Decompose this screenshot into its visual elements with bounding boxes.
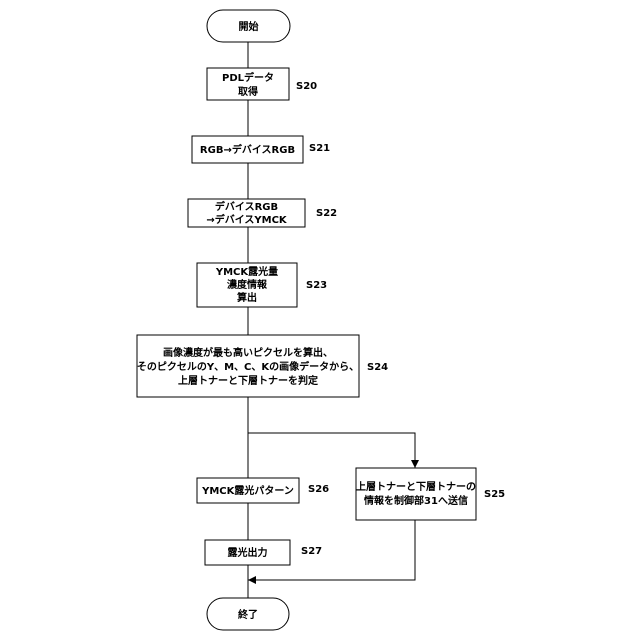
s20-line-1: PDLデータ — [222, 71, 274, 84]
step-label-s20: S20 — [296, 81, 317, 92]
process-box-s24: 画像濃度が最も高いピクセルを算出、 そのピクセルのY、M、C、Kの画像データから… — [137, 335, 359, 397]
s25-line-2: 情報を制御部31へ送信 — [364, 494, 468, 507]
step-label-s22: S22 — [316, 208, 337, 219]
s26-line-1: YMCK露光パターン — [201, 484, 294, 497]
step-label-s26: S26 — [308, 484, 329, 495]
step-label-s24: S24 — [367, 362, 388, 373]
process-box-s23: YMCK露光量 濃度情報 算出 — [197, 263, 297, 307]
s27-line-1: 露光出力 — [228, 546, 268, 559]
step-label-s23: S23 — [306, 280, 327, 291]
start-label: 開始 — [239, 20, 259, 33]
process-box-s26: YMCK露光パターン — [197, 478, 299, 503]
s20-line-2: 取得 — [238, 85, 258, 98]
start-terminator: 開始 — [207, 10, 290, 42]
s25-line-1: 上層トナーと下層トナーの — [356, 480, 476, 493]
process-box-s22: デバイスRGB →デバイスYMCK — [188, 199, 305, 227]
end-label: 終了 — [238, 608, 258, 621]
s23-line-2: 濃度情報 — [227, 278, 268, 291]
s23-line-3: 算出 — [236, 291, 257, 304]
end-terminator: 終了 — [207, 598, 289, 630]
process-box-s27: 露光出力 — [205, 540, 290, 565]
s22-line-1: デバイスRGB — [215, 200, 278, 213]
s23-line-1: YMCK露光量 — [215, 265, 278, 278]
process-box-s25: 上層トナーと下層トナーの 情報を制御部31へ送信 — [356, 468, 476, 520]
s24-line-2: そのピクセルのY、M、C、Kの画像データから、 — [137, 360, 359, 373]
s24-line-1: 画像濃度が最も高いピクセルを算出、 — [163, 346, 333, 359]
s22-line-2: →デバイスYMCK — [206, 213, 288, 226]
branch-to-s25 — [248, 433, 415, 468]
s21-line-1: RGB→デバイスRGB — [200, 143, 295, 156]
step-label-s27: S27 — [301, 546, 322, 557]
process-box-s21: RGB→デバイスRGB — [192, 136, 303, 163]
process-box-s20: PDLデータ 取得 — [207, 68, 289, 100]
step-label-s25: S25 — [484, 489, 505, 500]
step-label-s21: S21 — [309, 143, 330, 154]
s24-line-3: 上層トナーと下層トナーを判定 — [178, 374, 318, 387]
